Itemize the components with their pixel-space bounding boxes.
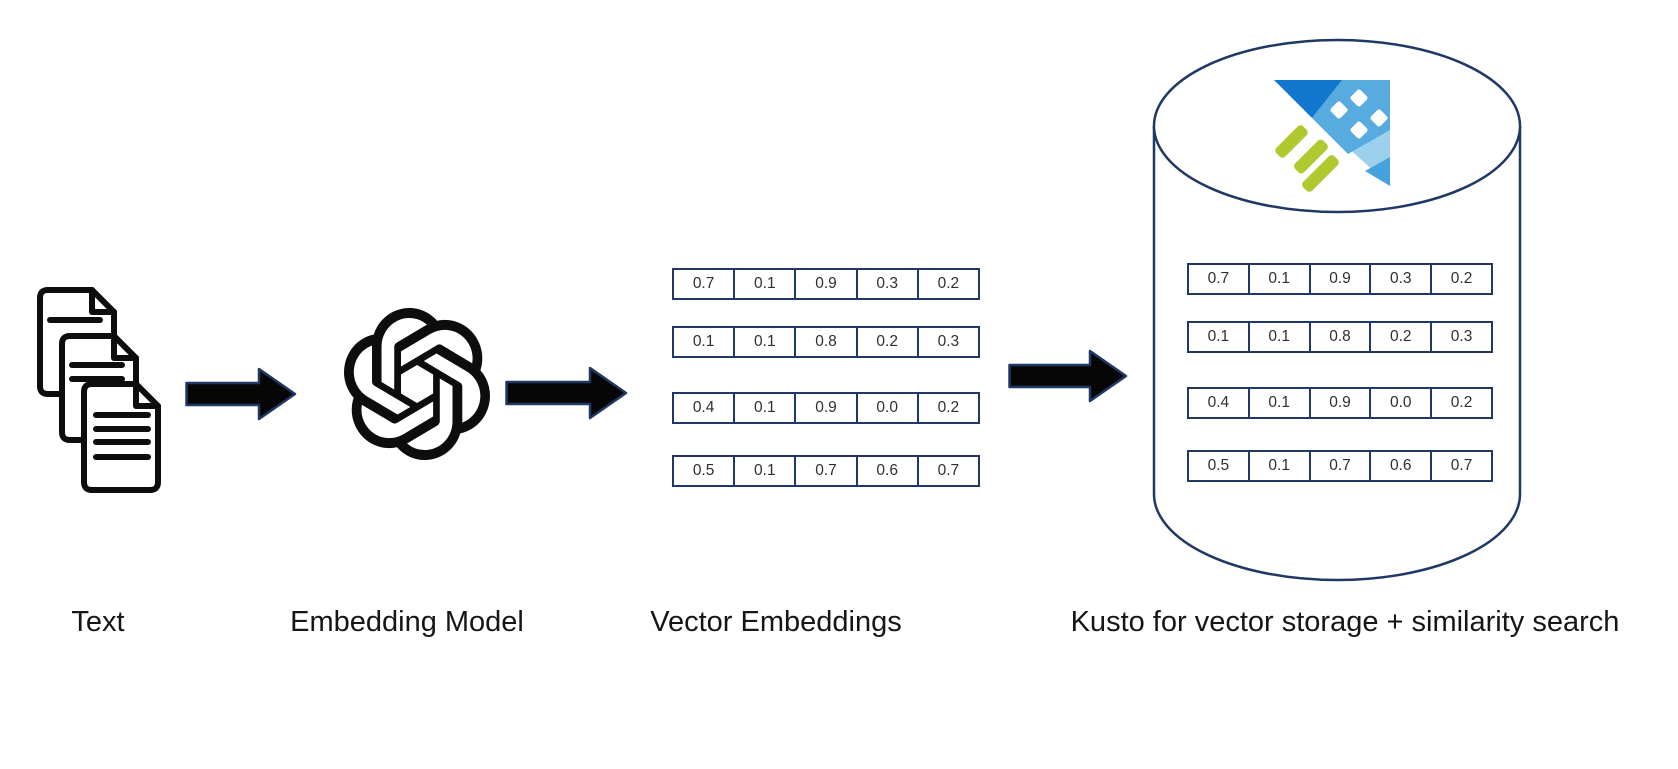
documents-icon [37, 287, 161, 493]
stage-label-vector-embeddings: Vector Embeddings [650, 606, 902, 638]
vector-cell: 0.9 [1308, 265, 1370, 293]
vector-cell: 0.5 [692, 462, 715, 479]
vector-cell: 0.7 [1430, 452, 1491, 480]
vector-cell: 0.3 [1369, 265, 1430, 293]
vector-cell: 0.1 [733, 394, 794, 422]
vector-cell: 0.0 [1369, 389, 1430, 417]
flow-arrow-3-icon [1008, 349, 1128, 403]
vector-cell: 0.1 [1247, 265, 1309, 293]
azure-data-explorer-icon [1274, 80, 1390, 192]
vector-cell: 0.2 [855, 328, 917, 356]
vector-cell: 0.1 [1247, 452, 1309, 480]
vector-cell: 0.2 [916, 270, 978, 298]
vector-cell: 0.7 [1308, 452, 1370, 480]
vector-cell: 0.9 [794, 270, 855, 298]
flow-arrow-2-icon [505, 366, 628, 420]
vector-cell: 0.2 [1430, 265, 1491, 293]
vector-cell: 0.1 [733, 328, 794, 356]
vector-cell: 0.8 [794, 328, 855, 356]
stage-label-embedding-model: Embedding Model [290, 606, 524, 638]
vector-cell: 0.1 [733, 270, 794, 298]
vector-cell: 0.1 [1247, 389, 1309, 417]
vector-cell: 0.7 [1207, 270, 1230, 287]
vector-cell: 0.7 [692, 275, 715, 292]
vector-cell: 0.9 [1308, 389, 1370, 417]
vector-cell: 0.8 [1308, 323, 1370, 351]
vector-cell: 0.1 [692, 333, 715, 350]
vector-cell: 0.3 [1430, 323, 1491, 351]
vector-cell: 0.6 [855, 457, 917, 485]
vector-cell: 0.1 [733, 457, 794, 485]
vector-cell: 0.7 [794, 457, 855, 485]
stage-label-text: Text [71, 606, 125, 638]
vector-cell: 0.3 [916, 328, 978, 356]
vector-cell: 0.5 [1207, 457, 1230, 474]
vector-cell: 0.9 [794, 394, 855, 422]
vector-cell: 0.2 [1430, 389, 1491, 417]
vector-cell: 0.6 [1369, 452, 1430, 480]
vector-cell: 0.4 [1207, 394, 1230, 411]
openai-logo-icon [344, 308, 490, 460]
document-page-front [81, 381, 161, 493]
vector-cell: 0.7 [916, 457, 978, 485]
vector-cell: 0.1 [1207, 328, 1230, 345]
vector-cell: 0.2 [1369, 323, 1430, 351]
vector-cell: 0.2 [916, 394, 978, 422]
vector-cell: 0.0 [855, 394, 917, 422]
stage-label-kusto: Kusto for vector storage + similarity se… [1070, 606, 1620, 638]
adx-dots [1330, 89, 1388, 139]
vector-cell: 0.4 [692, 399, 715, 416]
adx-stripes [1275, 125, 1339, 192]
vector-cell: 0.1 [1247, 323, 1309, 351]
vector-cell: 0.3 [855, 270, 917, 298]
flow-arrow-1-icon [185, 367, 297, 421]
